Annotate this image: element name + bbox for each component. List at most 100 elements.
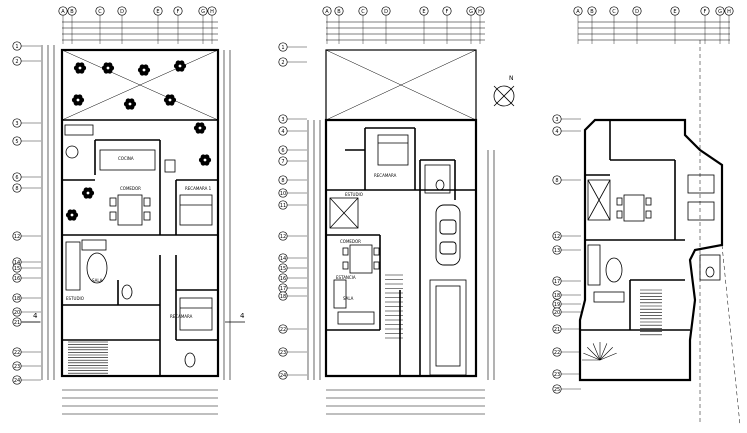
car-icon xyxy=(435,204,461,266)
section-axis-marks: 4 4 xyxy=(22,312,245,323)
svg-text:B: B xyxy=(70,9,74,15)
axis-mark-right: 4 xyxy=(240,312,245,320)
svg-text:21: 21 xyxy=(14,320,20,326)
room-label-recamara2: RECAMARA xyxy=(170,314,193,319)
grid-col-f: F xyxy=(442,6,452,16)
grid-row-16: 16 xyxy=(278,273,288,283)
grid-col-g: G xyxy=(198,6,208,16)
bed-secondary xyxy=(179,297,213,331)
svg-text:23: 23 xyxy=(280,350,286,356)
grid-row-4: 4 xyxy=(552,126,562,136)
kitchen-counter xyxy=(64,124,156,171)
svg-text:23: 23 xyxy=(14,364,20,370)
grid-col-b: B xyxy=(334,6,344,16)
grid-col-e: E xyxy=(419,6,429,16)
grid-col-d: D xyxy=(117,6,127,16)
tree-icon xyxy=(65,209,79,221)
grid-row-18: 18 xyxy=(12,293,22,303)
svg-text:18: 18 xyxy=(14,296,20,302)
grid-col-d: D xyxy=(632,6,642,16)
svg-text:23: 23 xyxy=(554,372,560,378)
grid-row-8: 8 xyxy=(278,175,288,185)
svg-text:24: 24 xyxy=(14,378,20,384)
room-label-estudio: ESTUDIO xyxy=(345,192,363,197)
bed xyxy=(377,134,409,166)
grid-row-18: 18 xyxy=(552,290,562,300)
top-dimension-lines xyxy=(326,21,485,41)
tree-icon xyxy=(163,94,177,106)
bed-master xyxy=(179,194,213,226)
grid-row-23: 23 xyxy=(12,361,22,371)
bottom-dimension-lines xyxy=(326,389,485,415)
svg-text:25: 25 xyxy=(554,387,560,393)
grid-col-a: A xyxy=(58,6,68,16)
interior-walls xyxy=(580,120,690,331)
svg-text:F: F xyxy=(446,9,449,15)
tree-icon xyxy=(193,122,207,134)
svg-text:C: C xyxy=(612,9,616,15)
axis-mark-left: 4 xyxy=(33,312,38,320)
svg-text:3: 3 xyxy=(15,121,18,127)
sofa-set xyxy=(587,244,625,303)
grid-row-17: 17 xyxy=(278,283,288,293)
grid-row-10: 10 xyxy=(278,188,288,198)
svg-text:4: 4 xyxy=(281,129,284,135)
grid-col-e: E xyxy=(153,6,163,16)
grid-row-12: 12 xyxy=(552,231,562,241)
room-label-estudio: ESTUDIO xyxy=(66,296,84,301)
svg-text:A: A xyxy=(325,9,329,15)
grid-row-11: 11 xyxy=(278,200,288,210)
grid-row-13: 13 xyxy=(552,245,562,255)
svg-text:3: 3 xyxy=(555,117,558,123)
svg-text:8: 8 xyxy=(555,178,558,184)
grid-row-4: 4 xyxy=(278,126,288,136)
svg-text:F: F xyxy=(177,9,180,15)
grid-row-2: 2 xyxy=(278,57,288,67)
svg-text:G: G xyxy=(718,9,722,15)
right-dimension-lines xyxy=(223,50,231,380)
grid-col-a: A xyxy=(573,6,583,16)
room-label-sala: SALA xyxy=(343,296,354,301)
svg-text:C: C xyxy=(98,9,102,15)
grid-row-8: 8 xyxy=(552,175,562,185)
dining-table xyxy=(342,244,380,274)
svg-text:17: 17 xyxy=(280,286,286,292)
right-dimension-lines xyxy=(487,150,495,380)
staircase xyxy=(68,341,108,374)
tree-icon xyxy=(73,62,87,74)
open-area-diagonals xyxy=(325,49,477,121)
svg-text:20: 20 xyxy=(554,310,560,316)
svg-text:1: 1 xyxy=(15,44,18,50)
bathroom-fixtures xyxy=(121,159,196,368)
tree-icon xyxy=(81,187,95,199)
interior-walls xyxy=(326,127,476,376)
beds xyxy=(687,174,715,221)
grid-row-8: 8 xyxy=(12,183,22,193)
stair-void xyxy=(329,197,359,229)
room-labels: RECAMARA COMEDOR SALA ESTANCIA ESTUDIO xyxy=(336,173,397,301)
garage-outline xyxy=(429,279,467,376)
svg-text:12: 12 xyxy=(554,234,560,240)
svg-text:22: 22 xyxy=(14,350,20,356)
svg-text:E: E xyxy=(673,9,676,15)
grid-row-24: 24 xyxy=(12,375,22,385)
interior-walls xyxy=(62,119,218,376)
right-dashed-lines xyxy=(699,40,741,426)
room-label-cocina: COCINA xyxy=(118,156,134,161)
north-arrow-icon: N xyxy=(493,75,515,107)
grid-row-12: 12 xyxy=(278,231,288,241)
grid-row-23: 23 xyxy=(278,347,288,357)
svg-text:A: A xyxy=(576,9,580,15)
bathroom-fixtures xyxy=(424,164,451,194)
tree-icons xyxy=(65,60,212,221)
svg-text:6: 6 xyxy=(281,148,284,154)
svg-text:F: F xyxy=(704,9,707,15)
grid-col-d: D xyxy=(381,6,391,16)
svg-text:D: D xyxy=(120,9,124,15)
